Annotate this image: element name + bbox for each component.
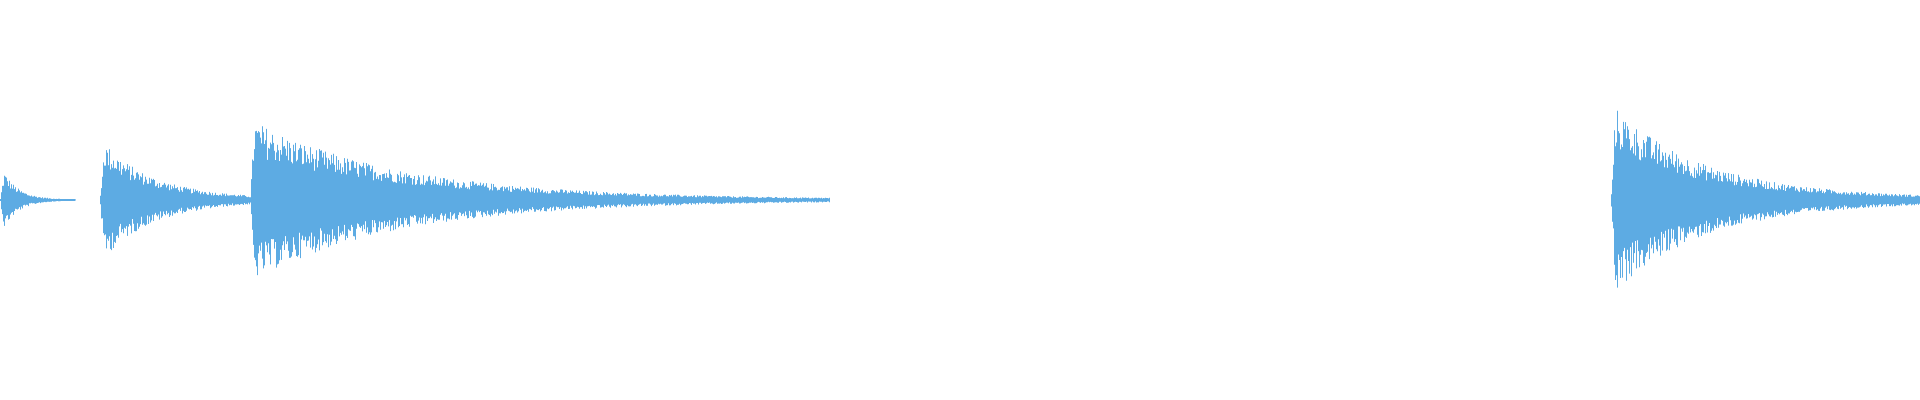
waveform-center-line [250, 199, 829, 201]
waveform-center-line [100, 199, 250, 201]
waveform-center-line [1611, 199, 1920, 201]
waveform-segment-hit-2 [100, 149, 251, 251]
waveform-segment-hit-1 [0, 175, 76, 226]
waveform-segment-hit-3 [250, 126, 830, 276]
waveform-center-line [0, 199, 75, 201]
waveform-segment-hit-4 [1611, 110, 1920, 288]
